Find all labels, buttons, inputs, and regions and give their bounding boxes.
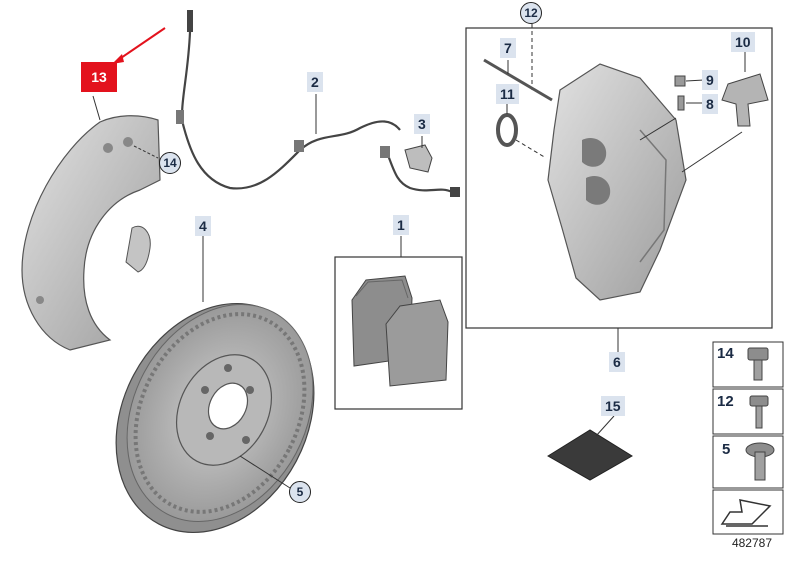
spring-clip [721, 73, 769, 127]
diagram-number: 482787 [731, 536, 772, 550]
part-label-13[interactable]: 13 [81, 62, 117, 92]
legend-bolt-14 [747, 347, 769, 381]
part-label-2[interactable]: 2 [307, 72, 323, 92]
part-label-8[interactable]: 8 [702, 94, 718, 114]
legend-label-5[interactable]: 5 [722, 441, 731, 458]
part-label-7[interactable]: 7 [500, 38, 516, 58]
part-label-9[interactable]: 9 [702, 70, 718, 90]
sensor-clip [404, 144, 433, 173]
part-label-3[interactable]: 3 [414, 114, 430, 134]
seal-ring [496, 113, 518, 147]
legend-panel [712, 341, 784, 535]
callout-12[interactable]: 12 [520, 2, 542, 24]
legend-label-12[interactable]: 12 [717, 393, 734, 410]
brake-shield [21, 115, 161, 351]
callout-5[interactable]: 5 [289, 481, 311, 503]
highlight-arrow [117, 27, 166, 61]
legend-bolt-12 [749, 395, 769, 429]
guide-pin [483, 58, 553, 102]
caliper-box [465, 27, 773, 329]
legend-bolt-5 [745, 442, 775, 481]
part-label-15[interactable]: 15 [601, 396, 625, 416]
legend-label-14[interactable]: 14 [717, 345, 734, 362]
part-label-4[interactable]: 4 [195, 216, 211, 236]
part-label-6[interactable]: 6 [609, 352, 625, 372]
brake-pads [351, 275, 449, 387]
callout-14[interactable]: 14 [159, 152, 181, 174]
grease-pouch [547, 429, 633, 481]
legend-arrow-icon [720, 499, 772, 527]
part-label-11[interactable]: 11 [496, 84, 519, 104]
bleed-screws [674, 75, 686, 111]
part-label-1[interactable]: 1 [393, 215, 409, 235]
part-label-10[interactable]: 10 [731, 32, 755, 52]
wear-sensor [176, 10, 460, 197]
brake-disc [115, 302, 315, 534]
pads-box [334, 256, 463, 410]
brake-caliper [547, 63, 687, 301]
